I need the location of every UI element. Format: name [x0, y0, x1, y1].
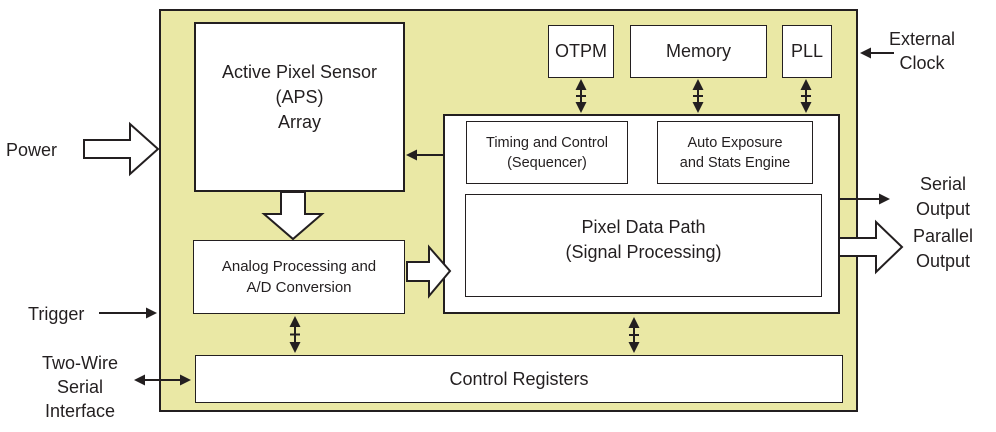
block-label-line: Array	[277, 112, 321, 132]
block-label-line: Memory	[665, 41, 731, 61]
block-aps-array: Active Pixel Sensor (APS) Array	[194, 22, 405, 192]
block-auto-exposure: Auto Exposure and Stats Engine	[657, 121, 813, 184]
io-label-line: Serial	[919, 174, 967, 194]
block-pixel-data-path: Pixel Data Path (Signal Processing)	[465, 194, 822, 297]
io-label-line: Trigger	[28, 304, 85, 324]
io-label-line: Clock	[899, 53, 945, 73]
block-label-line: Auto Exposure	[687, 134, 783, 151]
block-label-line: (Sequencer)	[507, 154, 587, 171]
block-label-line: OTPM	[555, 41, 607, 61]
block-label-line: Timing and Control	[486, 134, 608, 151]
trigger-label: Trigger	[28, 302, 104, 326]
block-otpm: OTPM	[548, 25, 614, 78]
block-label-line: Control Registers	[449, 368, 589, 389]
parallel-output-label: Parallel Output	[897, 224, 989, 274]
power-arrow	[83, 121, 160, 177]
block-label-line: Analog Processing and	[221, 258, 377, 275]
power-label: Power	[6, 138, 78, 162]
block-label-line: (APS)	[275, 87, 324, 107]
block-label-line: (Signal Processing)	[565, 241, 722, 262]
io-label-line: Parallel	[912, 226, 974, 246]
io-label-line: Two-Wire	[42, 353, 118, 373]
io-label-line: Interface	[44, 401, 116, 421]
block-control-registers: Control Registers	[195, 355, 843, 403]
io-label-line: Serial	[56, 377, 104, 397]
io-label-line: Output	[915, 199, 971, 219]
block-label-line: A/D Conversion	[246, 279, 352, 296]
external-clock-label: External Clock	[868, 27, 976, 75]
block-label-line: Pixel Data Path	[581, 216, 706, 237]
io-label-line: External	[888, 29, 956, 49]
io-label-line: Output	[915, 251, 971, 271]
block-analog-adc: Analog Processing and A/D Conversion	[193, 240, 405, 314]
io-label-line: Power	[6, 140, 58, 160]
block-label-line: and Stats Engine	[679, 154, 791, 171]
two-wire-serial-label: Two-Wire Serial Interface	[22, 351, 138, 423]
trigger-arrow	[99, 307, 157, 319]
serial-output-label: Serial Output	[897, 172, 989, 222]
block-pll: PLL	[782, 25, 832, 78]
block-label-line: PLL	[790, 41, 824, 61]
block-label-line: Active Pixel Sensor	[221, 62, 378, 82]
block-timing-control: Timing and Control (Sequencer)	[466, 121, 628, 184]
block-memory: Memory	[630, 25, 767, 78]
